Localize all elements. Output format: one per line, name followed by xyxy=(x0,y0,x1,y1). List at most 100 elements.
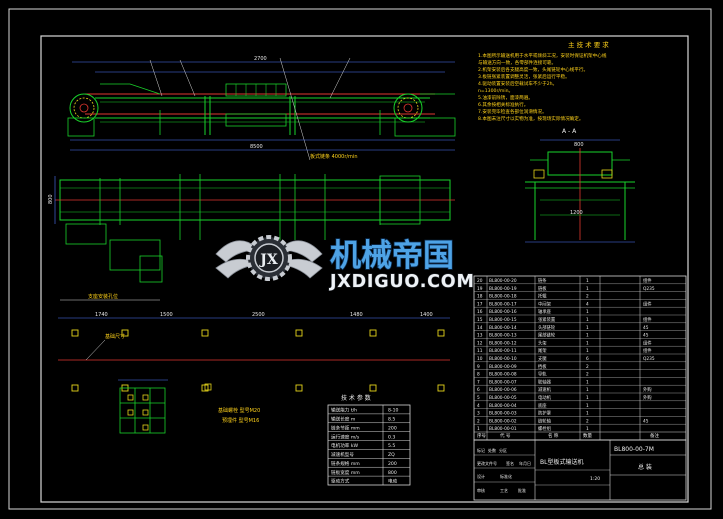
bom-cell-qty: 2 xyxy=(586,372,589,378)
bom-cell-name: 导轨 xyxy=(538,371,547,378)
bom-cell-qty: 2 xyxy=(586,418,589,424)
inner-border xyxy=(40,35,689,503)
bom-cell-qty: 1 xyxy=(586,340,589,346)
section-label: A - A xyxy=(562,128,577,135)
dim-e: 1400 xyxy=(420,312,433,318)
note-line-7: 5.油漆前除锈，面漆两遍。 xyxy=(478,94,533,101)
param-value: ZQ xyxy=(388,452,395,458)
param-value: 800 xyxy=(388,470,397,476)
note-line-8: 6.其余按相关标准执行。 xyxy=(478,101,528,108)
bom-cell-qty: 1 xyxy=(586,286,589,292)
bom-cell-no: 15 xyxy=(477,317,483,323)
param-name: 链板宽度 mm xyxy=(331,469,360,476)
bom-cell-no: 2 xyxy=(477,418,480,424)
note-line-2: 与输送方向一致，各零部件连接可靠。 xyxy=(478,59,556,66)
param-name: 链条规格 mm xyxy=(331,460,360,467)
bom-cell-no: 1 xyxy=(477,426,480,432)
bom-cell-name: 尾架 xyxy=(538,348,547,354)
bom-cell-code: BL800-00-13 xyxy=(489,333,517,339)
bom-cell-code: BL800-00-04 xyxy=(489,403,517,409)
bom-cell-no: 18 xyxy=(477,294,483,300)
dim-b: 1500 xyxy=(160,312,173,318)
bom-cell-name: 防护罩 xyxy=(538,410,552,417)
bom-cell-code: BL800-00-14 xyxy=(489,325,517,331)
emblem-letters: JX xyxy=(258,252,278,268)
bom-cell-no: 6 xyxy=(477,387,480,393)
bom-header-note: 备注 xyxy=(650,432,659,439)
bom-cell-qty: 1 xyxy=(586,348,589,354)
param-name: 电机功率 kW xyxy=(331,442,358,449)
bom-cell-note: 外购 xyxy=(643,394,652,401)
bom-cell-code: BL800-00-05 xyxy=(489,395,517,401)
bom-cell-qty: 1 xyxy=(586,379,589,385)
bom-cell-no: 17 xyxy=(477,301,483,307)
dim-c: 2500 xyxy=(252,312,265,318)
bom-cell-note: 45 xyxy=(643,333,649,339)
brand-chinese: 机械帝国 xyxy=(330,238,454,274)
tb-label-zone: 分区 xyxy=(499,447,507,453)
bom-cell-no: 7 xyxy=(477,379,480,385)
param-value: 8.5 xyxy=(388,416,395,422)
bom-cell-qty: 1 xyxy=(586,309,589,315)
bom-cell-no: 12 xyxy=(477,340,483,346)
bom-cell-qty: 4 xyxy=(586,301,589,307)
drawing-number: BL800-00-7M xyxy=(614,446,654,453)
note-line-4: 3.板链张紧装置调整灵活，张紧后运行平稳。 xyxy=(478,73,570,80)
bom-cell-name: 头部链轮 xyxy=(538,324,556,331)
bom-header-code: 代 号 xyxy=(500,432,511,439)
bom-cell-qty: 1 xyxy=(586,333,589,339)
bom-cell-note: 45 xyxy=(643,418,649,424)
drawing-name: BL型板式输送机 xyxy=(540,458,583,466)
bom-cell-note: 外购 xyxy=(643,386,652,393)
dim-width: 800 xyxy=(48,194,54,204)
bom-cell-qty: 2 xyxy=(586,294,589,300)
bom-cell-note: Q235 xyxy=(643,356,655,362)
bom-cell-no: 20 xyxy=(477,278,483,284)
bom-cell-name: 链轮轴 xyxy=(538,417,551,424)
bom-cell-name: 挡板 xyxy=(538,363,547,370)
note-line-10: 8.本图未注尺寸以实物为准，按现场实际情况确定。 xyxy=(478,115,583,122)
bom-cell-note: 组件 xyxy=(643,339,652,346)
bom-cell-note: 45 xyxy=(643,325,649,331)
chain-note: 板式链条 4000r/min xyxy=(310,153,357,160)
bom-cell-name: 电动机 xyxy=(538,394,552,401)
param-name: 链条节距 mm xyxy=(331,424,360,431)
bom-cell-code: BL800-00-16 xyxy=(489,309,517,315)
param-value: 200 xyxy=(388,461,397,467)
side-elevation-view: 2700 板式链条 4000r/min xyxy=(67,56,456,161)
dim-a: 1740 xyxy=(95,312,108,318)
bom-cell-no: 3 xyxy=(477,411,480,417)
bom-cell-no: 10 xyxy=(477,356,483,362)
foundation-view: 1740 1500 2500 1480 1400 基础尺寸 xyxy=(58,312,450,434)
bom-cell-name: 螺栓组 xyxy=(538,425,552,432)
detail-note-2: 预埋件 型号M16 xyxy=(222,417,259,424)
tb-label-design: 设计 xyxy=(477,473,485,479)
bom-cell-name: 头架 xyxy=(538,339,547,346)
bom-cell-note: Q235 xyxy=(643,286,655,292)
tb-label-date: 年月日 xyxy=(519,460,531,466)
note-line-3: 2.机架安装后各支腿高度一致，头尾链轮中心线平行。 xyxy=(478,66,588,73)
bom-cell-code: BL800-00-10 xyxy=(489,356,517,362)
bom-cell-code: BL800-00-11 xyxy=(489,348,517,354)
support-note: 支座安装孔位 xyxy=(88,293,118,300)
tb-label-process: 工艺 xyxy=(500,488,508,493)
bom-cell-name: 托辊 xyxy=(538,293,547,300)
tb-label-sign: 签名 xyxy=(506,460,514,466)
bom-cell-qty: 6 xyxy=(586,356,589,362)
bom-cell-qty: 1 xyxy=(586,387,589,393)
section-dim-mid: 1200 xyxy=(570,210,583,216)
tb-label-standard: 标准化 xyxy=(500,473,512,479)
param-value: 电动 xyxy=(388,478,398,485)
outer-border xyxy=(8,8,712,510)
bom-cell-qty: 1 xyxy=(586,426,589,432)
bom-cell-code: BL800-00-06 xyxy=(489,387,517,393)
tb-label-approve: 批准 xyxy=(518,487,526,493)
note-line-1: 1.本图所示输送机用于水平或倾斜工况，安装时保证机架中心线 xyxy=(478,52,607,59)
note-line-5: 4.驱动装置安装后空载试车不少于2h。 xyxy=(478,80,557,87)
bom-cell-code: BL800-00-17 xyxy=(489,301,517,307)
bom-cell-name: 减速机 xyxy=(538,386,552,393)
tb-label-count: 处数 xyxy=(488,447,496,453)
